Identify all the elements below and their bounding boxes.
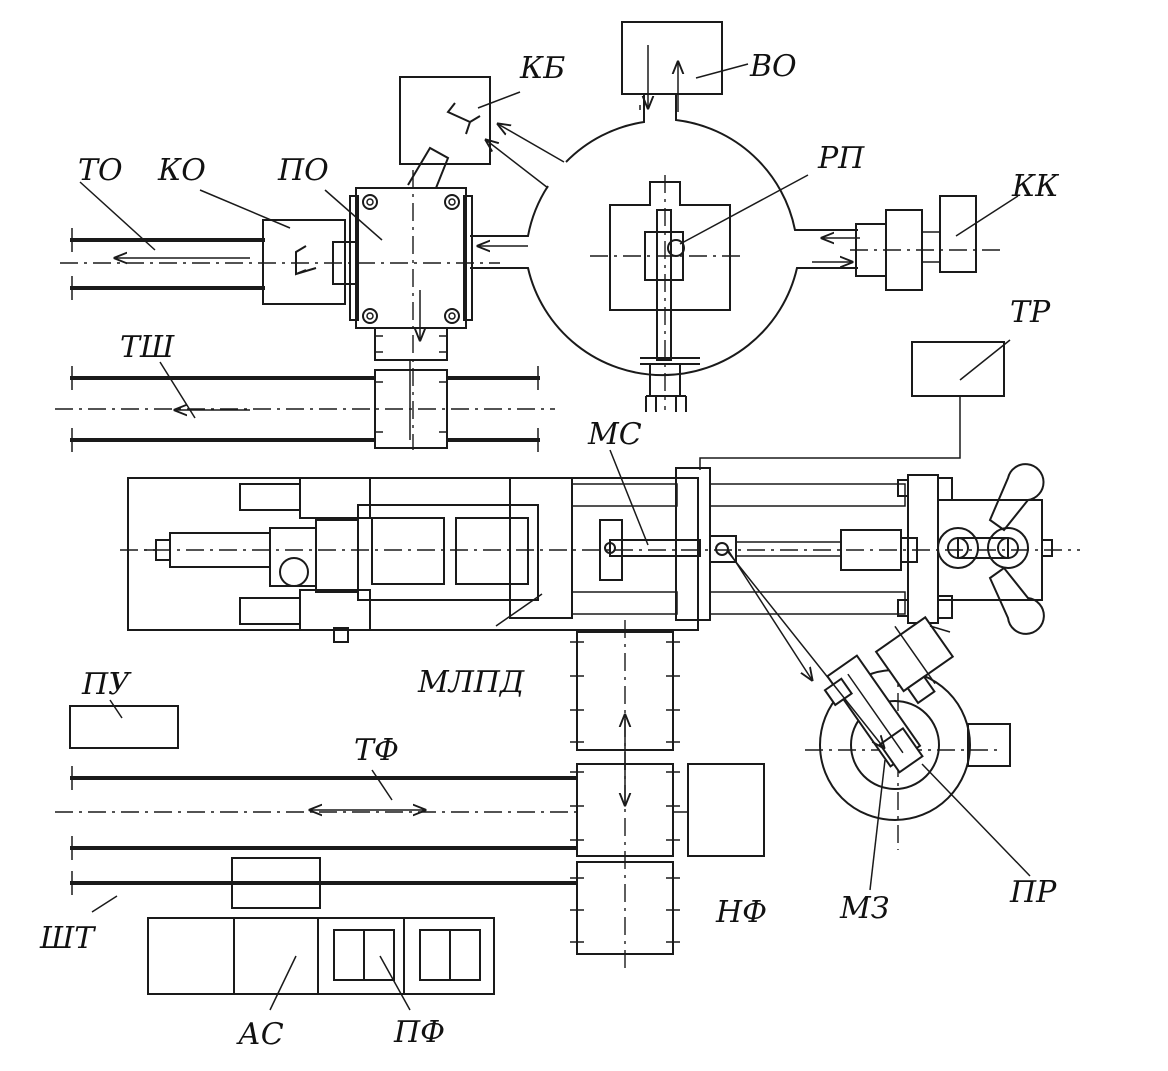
conveyor-tf: [55, 766, 578, 860]
mold-column: [570, 620, 680, 970]
robot-pr: [727, 549, 1031, 891]
label-ko: КО: [157, 153, 206, 188]
conveyor-tsh: [55, 360, 555, 452]
label-pu: ПУ: [81, 667, 132, 702]
unit-vo: [621, 21, 749, 112]
unit-tr: [699, 339, 1011, 470]
label-pr: ПР: [1009, 875, 1057, 910]
control-panel-pu: [69, 699, 179, 749]
rotary-table: [470, 94, 860, 412]
label-nf: НФ: [715, 895, 767, 930]
label-pf: ПФ: [393, 1015, 445, 1050]
container-kb: [399, 76, 521, 165]
conveyor-to: [60, 181, 500, 300]
label-as: АС: [236, 1017, 284, 1052]
label-ms: МС: [587, 417, 642, 452]
label-sht: ШТ: [39, 921, 96, 956]
label-kk: КК: [1011, 169, 1059, 204]
label-to: ТО: [78, 153, 123, 188]
unit-nf: [673, 763, 765, 857]
label-mz: МЗ: [839, 891, 889, 926]
unit-kk: [850, 195, 1019, 291]
label-mlpd: МЛПД: [417, 665, 525, 700]
press-po: [324, 146, 473, 450]
cabinet-as-pf: [147, 917, 495, 1011]
label-tsh: ТШ: [120, 330, 175, 365]
label-rp: РП: [817, 141, 865, 176]
label-vo: ВО: [749, 49, 797, 84]
label-kb: КБ: [519, 51, 565, 86]
label-po: ПО: [277, 153, 329, 188]
label-tr: ТР: [1010, 295, 1051, 330]
label-tf: ТФ: [354, 733, 399, 768]
conveyor-sht: [70, 857, 576, 913]
machine-mlpd: [120, 449, 1080, 643]
